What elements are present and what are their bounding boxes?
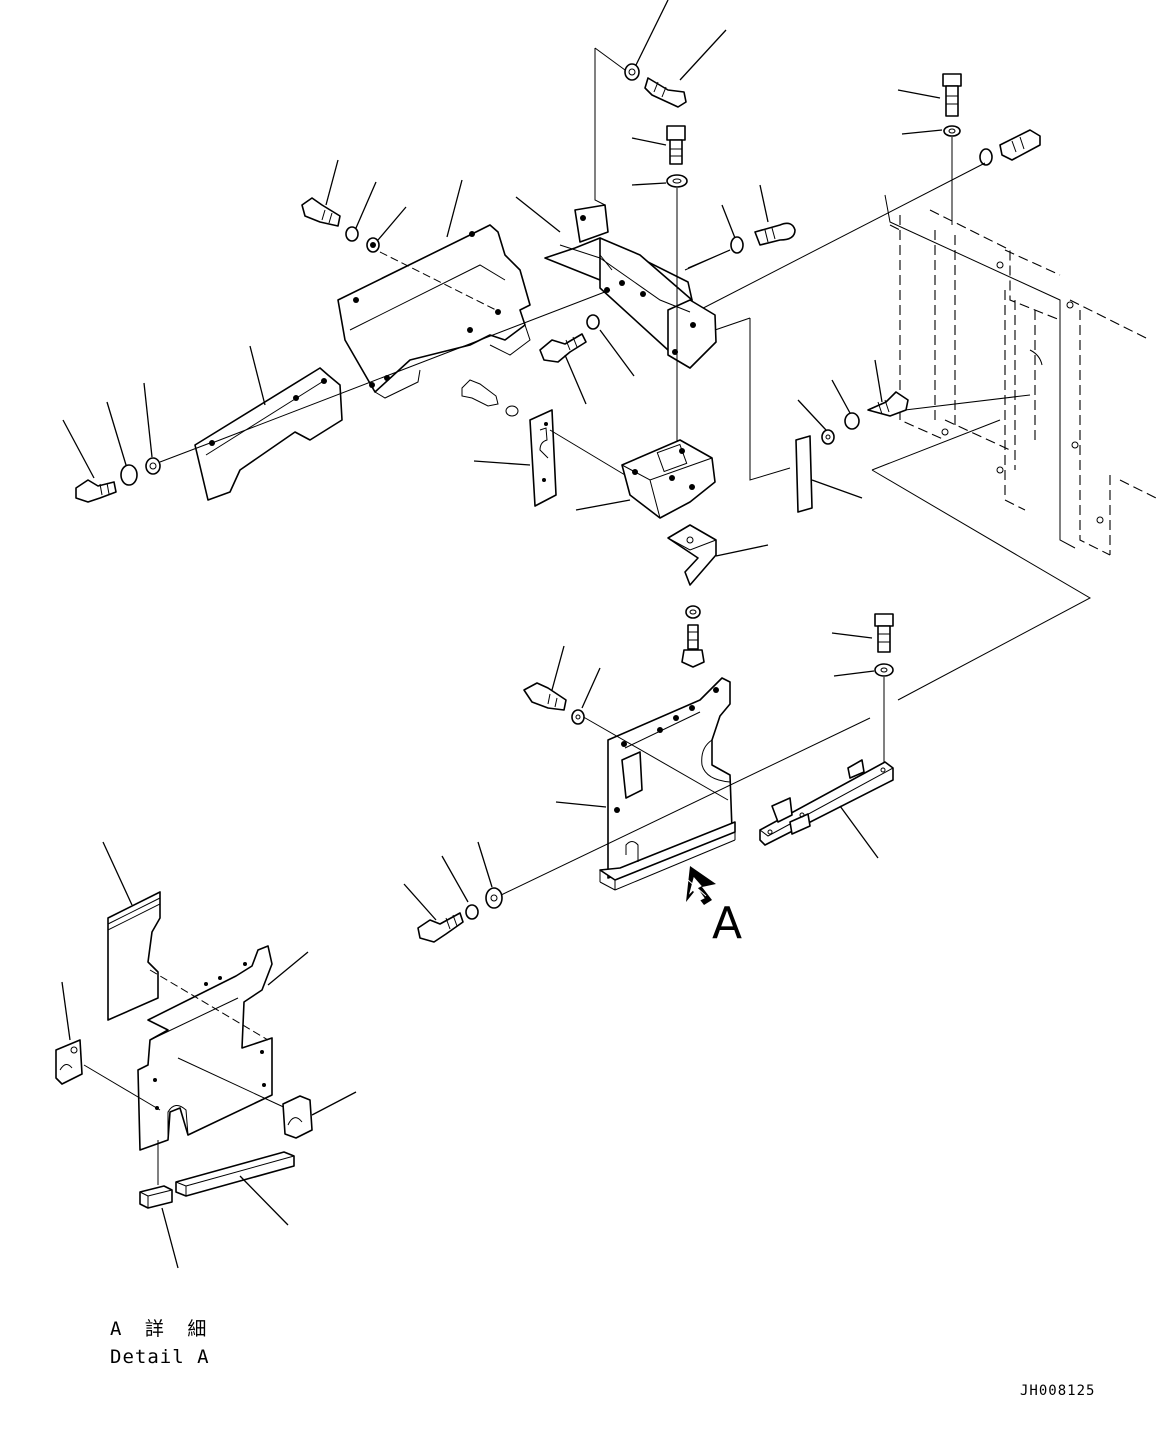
bolt-top-right-2 <box>679 129 1041 321</box>
view-arrow-label: A <box>712 898 743 949</box>
upper-bracket <box>515 196 717 369</box>
bolt-rail <box>831 613 894 762</box>
mount-bracket <box>575 439 716 519</box>
bolt-top-center <box>594 0 727 206</box>
lower-cover-panel <box>496 677 871 898</box>
bolt-round-head <box>687 184 796 269</box>
bolt-center-outline <box>461 379 519 417</box>
bolt-upper-left <box>301 159 501 313</box>
bolt-lower-left <box>62 382 161 503</box>
bolt-panel-top <box>523 645 601 725</box>
detail-caption-en: Detail A <box>110 1346 210 1368</box>
detail-caption-jp: A 詳 細 <box>110 1318 213 1340</box>
bolt-top-right <box>897 73 962 225</box>
bolt-vertical-center <box>681 605 705 668</box>
upper-cover-panel <box>337 179 531 399</box>
support-rail <box>759 759 894 859</box>
shim-plate <box>714 317 1031 513</box>
detail-a-view <box>55 841 357 1269</box>
side-cover-panel <box>159 289 611 501</box>
assembly-guide-lines <box>684 249 1092 701</box>
view-arrow-icon <box>686 866 716 905</box>
drawing-number: JH008125 <box>1020 1383 1096 1399</box>
bolt-panel-bottom <box>403 841 503 943</box>
frame-structure <box>884 194 1161 556</box>
bolt-vertical-top <box>631 125 688 455</box>
angle-bracket <box>667 524 769 586</box>
spacer-plate <box>473 409 631 507</box>
bolt-center-left <box>539 314 635 405</box>
